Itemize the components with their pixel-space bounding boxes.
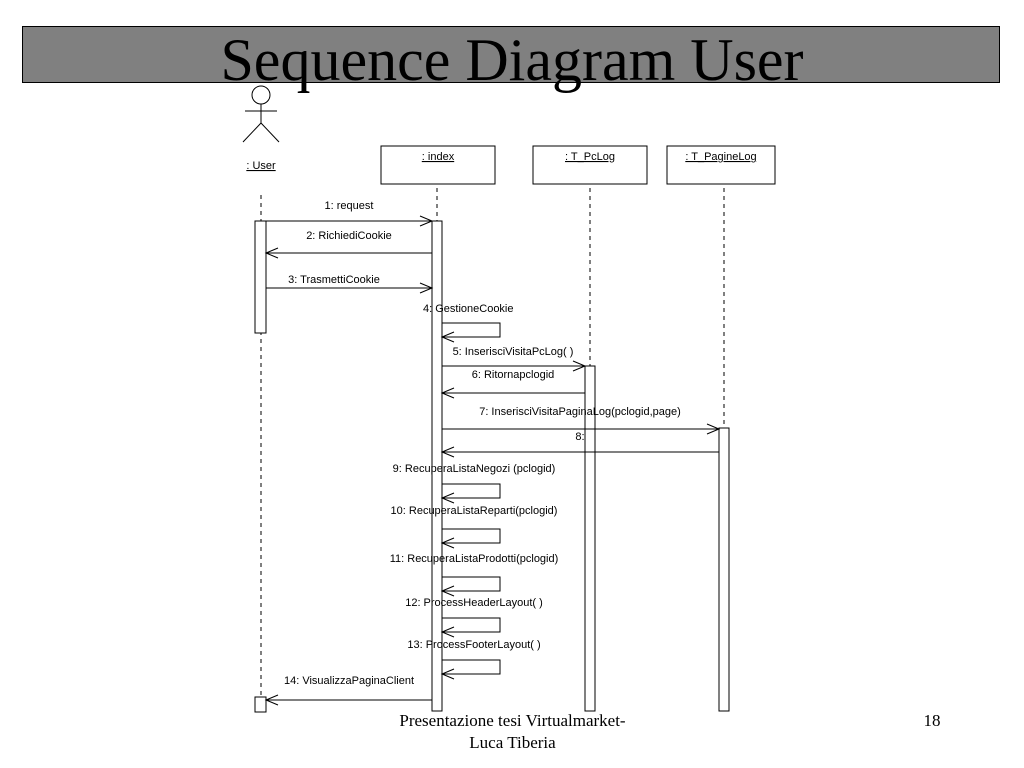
footer-line-1: Presentazione tesi Virtualmarket- — [399, 711, 626, 730]
activation-user-end — [254, 696, 267, 713]
message-label-13: 13: ProcessFooterLayout( ) — [407, 639, 540, 651]
self-message-9 — [442, 483, 501, 499]
footer-line-2: Luca Tiberia — [469, 733, 556, 752]
message-arrowhead-7 — [706, 423, 721, 435]
self-message-4 — [442, 322, 501, 338]
message-label-3: 3: TrasmettiCookie — [288, 274, 380, 286]
message-label-10: 10: RecuperaListaReparti(pclogid) — [391, 505, 558, 517]
message-arrowhead-6 — [440, 387, 455, 399]
message-arrowhead-4 — [440, 331, 455, 343]
object-label-paginelog: : T_PagineLog — [685, 151, 756, 163]
slide-number: 18 — [923, 711, 941, 730]
object-box-index — [380, 145, 496, 185]
object-box-pclog — [532, 145, 648, 185]
message-arrowhead-3 — [419, 282, 434, 294]
message-label-2: 2: RichiediCookie — [306, 230, 392, 242]
message-label-4: 4: GestioneCookie — [423, 303, 514, 315]
object-label-index: : index — [422, 151, 455, 163]
actor-head — [251, 85, 271, 105]
actor-leg-right — [260, 122, 280, 143]
activation-user — [254, 220, 267, 334]
message-arrowhead-5 — [572, 360, 587, 372]
message-label-7: 7: InserisciVisitaPaginaLog(pclogid,page… — [479, 406, 681, 418]
message-arrowhead-14 — [264, 694, 279, 706]
message-label-14: 14: VisualizzaPaginaClient — [284, 675, 414, 687]
slide-title: Sequence Diagram User — [220, 27, 804, 93]
message-label-1: 1: request — [325, 200, 374, 212]
message-label-5: 5: InserisciVisitaPcLog( ) — [453, 346, 574, 358]
message-arrowhead-10 — [440, 537, 455, 549]
message-label-12: 12: ProcessHeaderLayout( ) — [405, 597, 543, 609]
activation-index — [431, 220, 443, 712]
message-arrowhead-2 — [264, 247, 279, 259]
actor-label: : User — [246, 160, 276, 172]
message-arrowhead-11 — [440, 585, 455, 597]
message-label-11: 11: RecuperaListaProdotti(pclogid) — [390, 553, 559, 565]
message-label-8: 8: — [575, 431, 584, 443]
footer: Presentazione tesi Virtualmarket- Luca T… — [340, 710, 685, 754]
title-bar — [22, 26, 1000, 83]
self-message-13 — [442, 659, 501, 675]
message-label-6: 6: Ritornapclogid — [472, 369, 555, 381]
object-box-paginelog — [666, 145, 776, 185]
message-arrowhead-8 — [440, 446, 455, 458]
activation-pclog — [584, 365, 596, 712]
activation-paginelog — [718, 427, 730, 712]
actor-leg-left — [242, 122, 262, 143]
self-message-12 — [442, 617, 501, 633]
self-message-10 — [442, 528, 501, 544]
object-label-pclog: : T_PcLog — [565, 151, 615, 163]
message-arrowhead-1 — [419, 215, 434, 227]
self-message-11 — [442, 576, 501, 592]
message-arrowhead-13 — [440, 668, 455, 680]
message-label-9: 9: RecuperaListaNegozi (pclogid) — [393, 463, 556, 475]
message-arrowhead-9 — [440, 492, 455, 504]
message-arrowhead-12 — [440, 626, 455, 638]
